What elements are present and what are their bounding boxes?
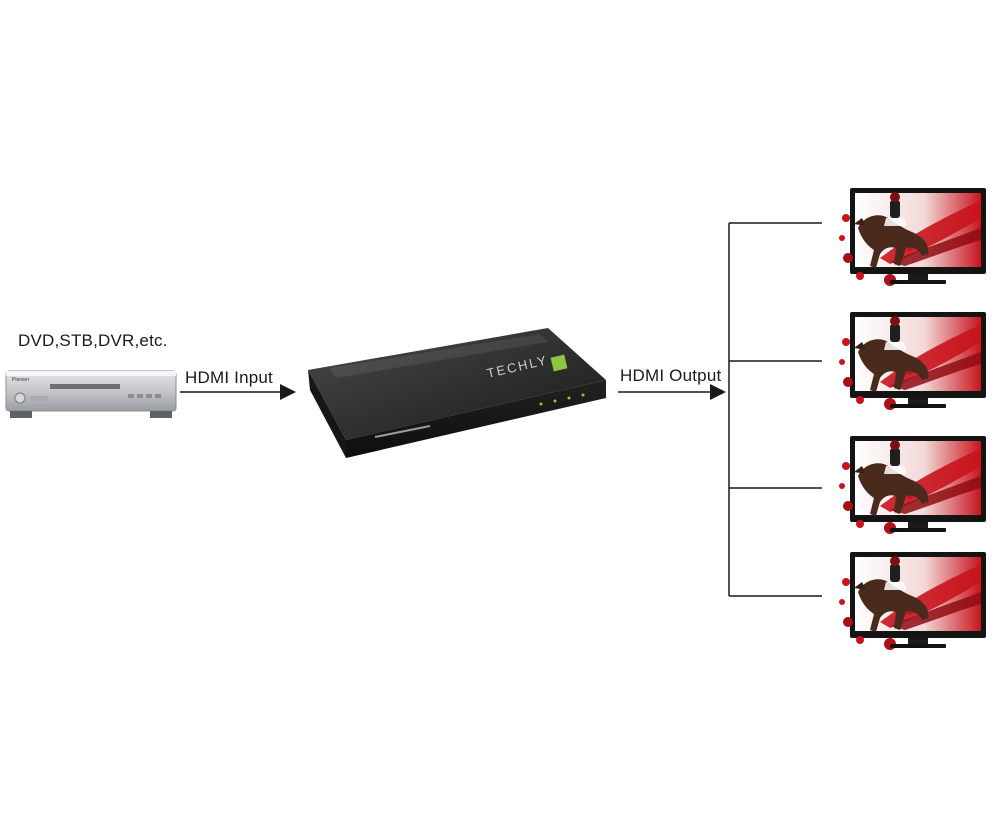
brand-logo-icon xyxy=(550,354,568,372)
display-tv-icon xyxy=(839,552,986,650)
output-distribution-lines xyxy=(728,222,822,597)
hdmi-splitter-device: TECHLY xyxy=(308,328,606,458)
display-tv-icon xyxy=(839,188,986,286)
dvd-brand-logo: Pioneer xyxy=(12,377,30,383)
output-arrow xyxy=(618,384,726,400)
hdmi-input-label: HDMI Input xyxy=(185,368,273,387)
source-devices-label: DVD,STB,DVR,etc. xyxy=(18,331,168,350)
dvd-player-icon: Pioneer xyxy=(5,370,177,418)
display-tv-icon xyxy=(839,312,986,410)
display-tv-icon xyxy=(839,436,986,534)
hdmi-output-label: HDMI Output xyxy=(620,366,722,385)
input-arrow xyxy=(180,384,296,400)
